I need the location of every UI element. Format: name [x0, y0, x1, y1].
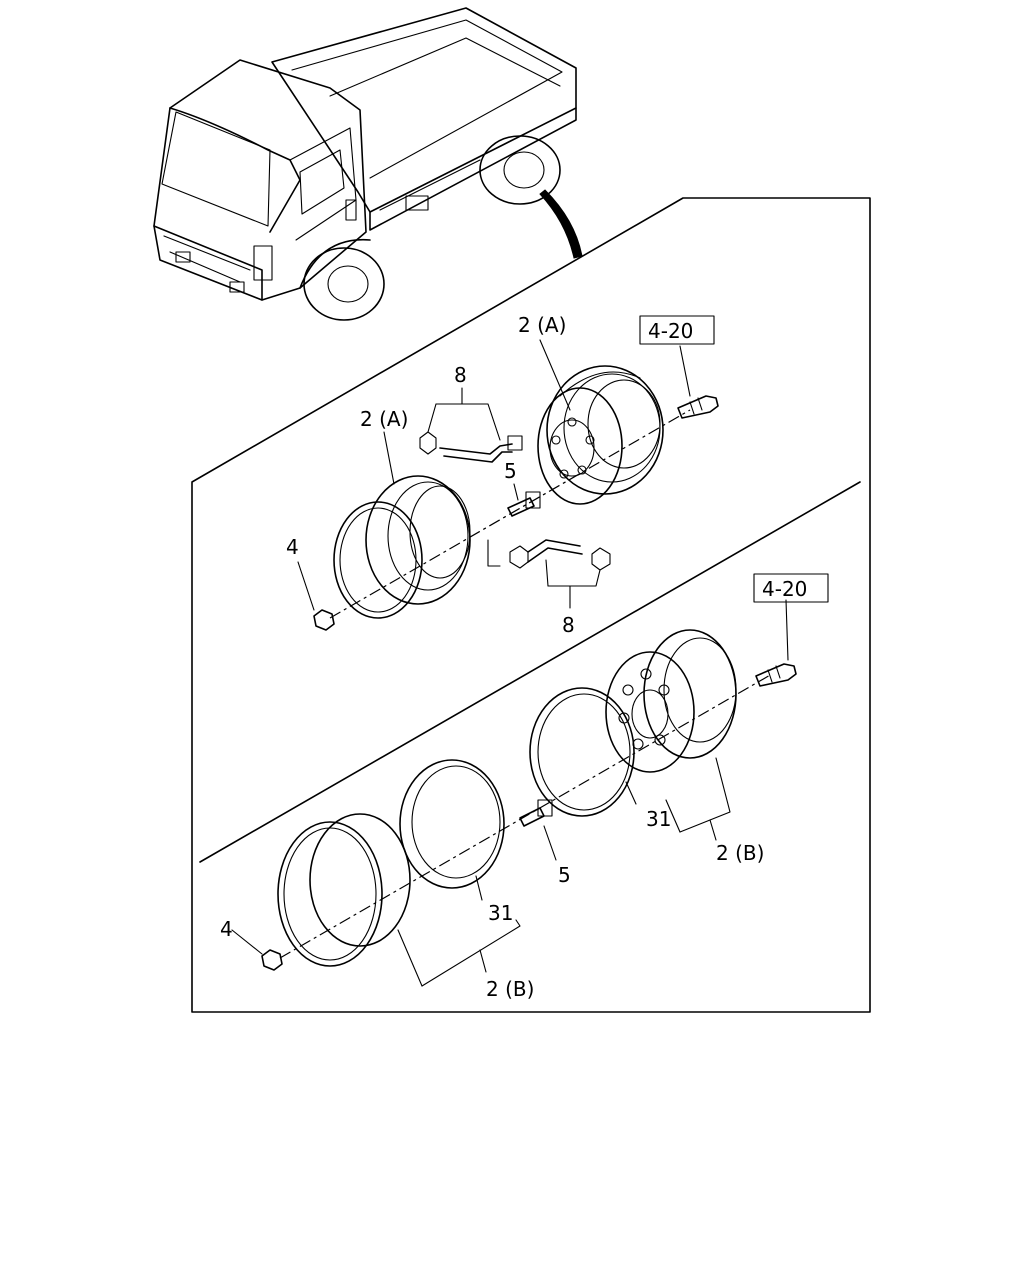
- diagram-frame: [191, 197, 871, 1013]
- valve-stem-middle: [509, 539, 611, 571]
- lock-ring-lower-rear: [529, 687, 635, 817]
- label-ref-lower: 4-20: [762, 577, 807, 601]
- nut-upper: [313, 609, 335, 631]
- upper-wheel-front: [333, 475, 471, 619]
- label-wheel-lower-front: 2 (B): [486, 977, 534, 1001]
- pointer-arrow: [539, 189, 583, 259]
- label-wheel-lower-rear: 2 (B): [716, 841, 764, 865]
- label-wheel-upper-rear: 2 (A): [518, 313, 566, 337]
- label-bolt-lower: 5: [558, 863, 571, 887]
- valve-stem-upper: [419, 431, 523, 463]
- label-nut-lower: 4: [220, 917, 233, 941]
- label-bolt-upper: 5: [504, 459, 517, 483]
- label-ref-upper: 4-20: [648, 319, 693, 343]
- truck-illustration: [153, 7, 577, 321]
- section-divider: [199, 481, 861, 863]
- lower-wheel-rear: [605, 629, 737, 773]
- ref-box-upper: [639, 315, 715, 345]
- hub-bolt-lower: [755, 663, 797, 687]
- hub-bolt-upper: [677, 395, 719, 419]
- lock-ring-lower-front: [399, 759, 505, 889]
- label-ring-lower-rear: 31: [646, 807, 671, 831]
- ref-box-lower: [753, 573, 829, 603]
- upper-wheel-rear: [537, 365, 664, 505]
- label-nut-upper: 4: [286, 535, 299, 559]
- label-valve-middle: 8: [562, 613, 575, 637]
- nut-lower: [261, 949, 283, 971]
- label-ring-lower-front: 31: [488, 901, 513, 925]
- label-wheel-upper-front: 2 (A): [360, 407, 408, 431]
- label-valve-upper: 8: [454, 363, 467, 387]
- lower-wheel-front: [277, 813, 411, 967]
